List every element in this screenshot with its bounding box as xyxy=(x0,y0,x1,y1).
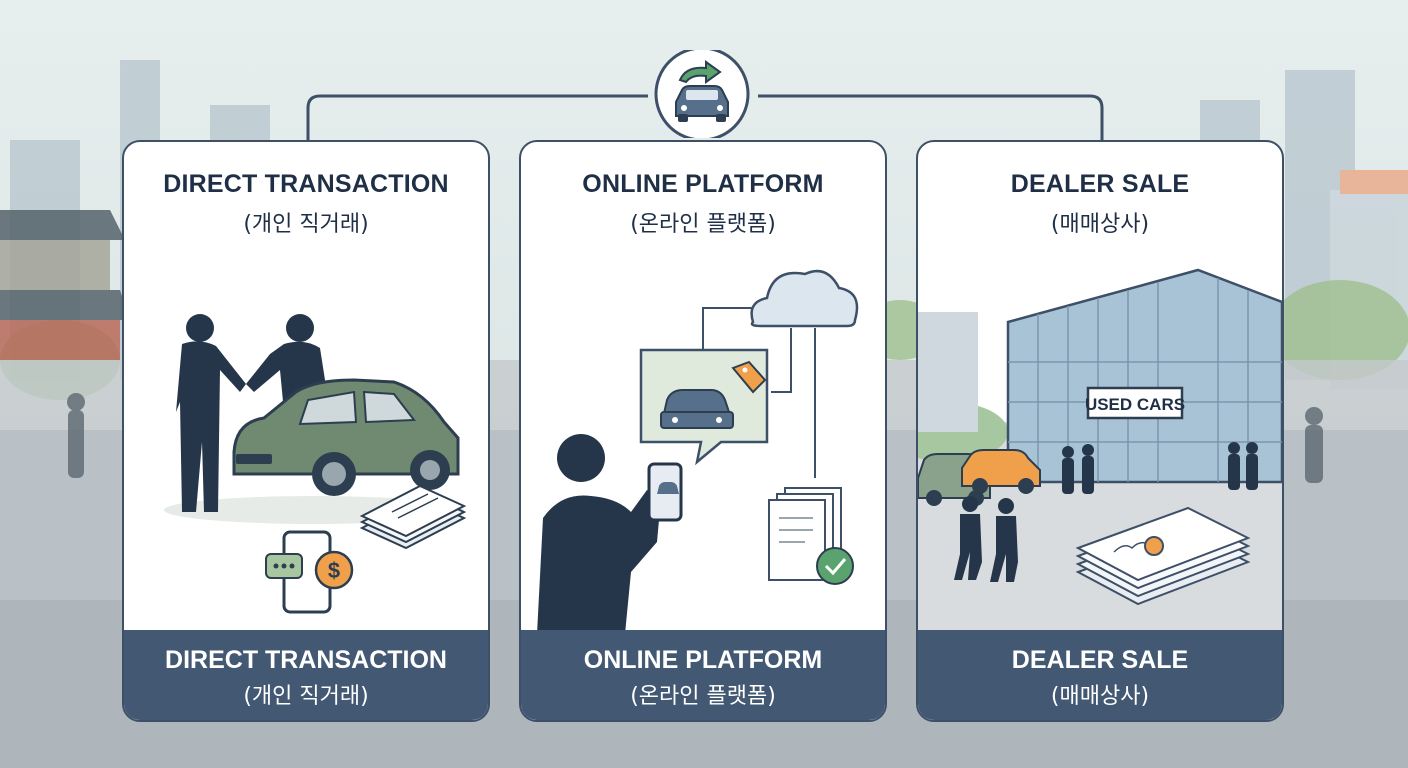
parked-cars-icon xyxy=(918,449,1041,506)
online-platform-illustration xyxy=(537,269,859,634)
dealer-sale-illustration: USED CARS xyxy=(918,268,1282,634)
people-icon xyxy=(954,442,1258,582)
car-transfer-icon xyxy=(654,50,750,138)
car-icon xyxy=(232,378,460,496)
documents-icon xyxy=(359,484,467,550)
card-footer: ONLINE PLATFORM (온라인 플랫폼) xyxy=(521,630,885,720)
card-footer: DIRECT TRANSACTION (개인 직거래) xyxy=(124,630,488,720)
card-title: DEALER SALE xyxy=(1010,170,1190,198)
certificate-icon xyxy=(1075,506,1251,606)
dollar-coin-icon: $ xyxy=(314,550,354,590)
card-online-platform: ONLINE PLATFORM (온라인 플랫폼) xyxy=(519,140,887,722)
card-title: ONLINE PLATFORM xyxy=(582,170,824,198)
card-footer: DEALER SALE (매매상사) xyxy=(918,630,1282,720)
footer-subtitle: (개인 직거래) xyxy=(243,684,369,709)
dealership-building-icon: USED CARS xyxy=(1006,268,1282,484)
direct-transaction-illustration: $ xyxy=(164,314,467,614)
used-cars-sign: USED CARS xyxy=(1085,395,1185,414)
card-subtitle: (개인 직거래) xyxy=(243,212,369,237)
footer-title: ONLINE PLATFORM xyxy=(583,646,823,674)
document-check-icon xyxy=(768,487,854,585)
car-listing-icon xyxy=(639,348,769,466)
footer-subtitle: (매매상사) xyxy=(1050,684,1150,709)
person-phone-icon xyxy=(537,434,683,634)
footer-title: DIRECT TRANSACTION xyxy=(165,646,447,674)
footer-subtitle: (온라인 플랫폼) xyxy=(630,684,776,709)
price-tag-icon xyxy=(731,360,767,394)
card-dealer-sale: DEALER SALE (매매상사) USED CARS xyxy=(916,140,1284,722)
card-subtitle: (온라인 플랫폼) xyxy=(630,212,776,237)
card-direct-transaction: DIRECT TRANSACTION (개인 직거래) xyxy=(122,140,490,722)
card-subtitle: (매매상사) xyxy=(1050,212,1150,237)
svg-text:$: $ xyxy=(328,558,340,583)
cloud-icon xyxy=(750,269,859,328)
footer-title: DEALER SALE xyxy=(1011,646,1189,674)
card-title: DIRECT TRANSACTION xyxy=(163,170,449,198)
